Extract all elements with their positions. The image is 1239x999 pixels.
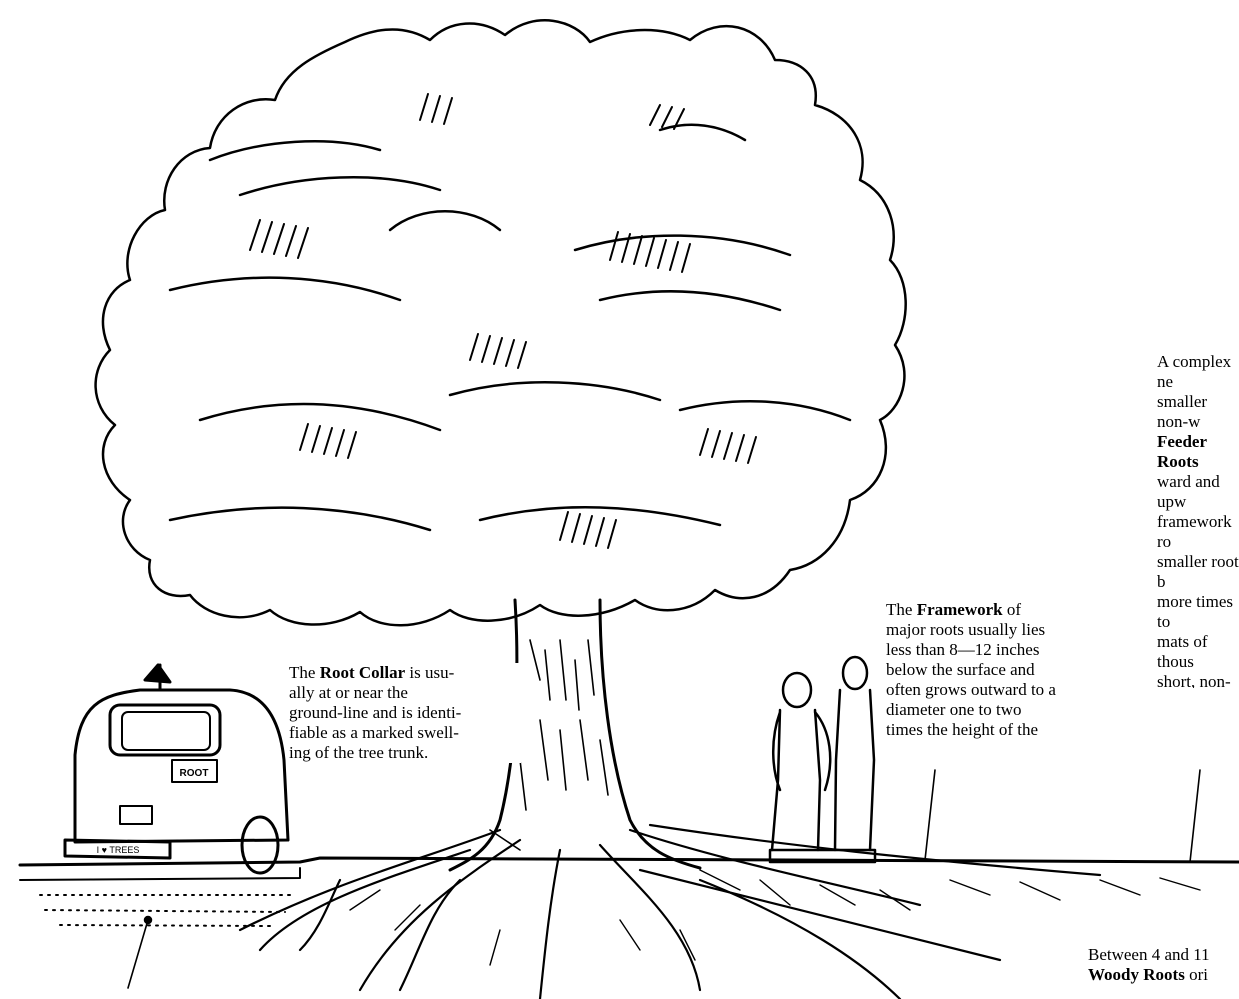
root-collar-caption: The Root Collar is usu- ally at or near … <box>289 663 521 763</box>
car-plate: ROOT <box>180 768 209 779</box>
feeder-roots-term: Feeder Roots <box>1157 432 1207 471</box>
ground-line <box>18 856 1239 867</box>
woody-roots-term: Woody Roots <box>1088 965 1185 984</box>
feeder-roots-caption: A complex ne smaller non-w Feeder Roots … <box>1157 352 1239 688</box>
car-bumper-sticker: I ♥ TREES <box>97 845 140 855</box>
woody-roots-caption: Between 4 and 11 Woody Roots ori <box>1088 945 1239 999</box>
car <box>63 663 290 875</box>
framework-caption: The Framework of major roots usually lie… <box>886 600 1104 740</box>
tree-canopy <box>94 19 907 627</box>
root-collar-term: Root Collar <box>319 663 406 682</box>
root-system <box>238 823 1201 999</box>
people-figures <box>768 655 877 864</box>
framework-term: Framework <box>916 600 1003 619</box>
tree-trunk <box>448 598 702 872</box>
